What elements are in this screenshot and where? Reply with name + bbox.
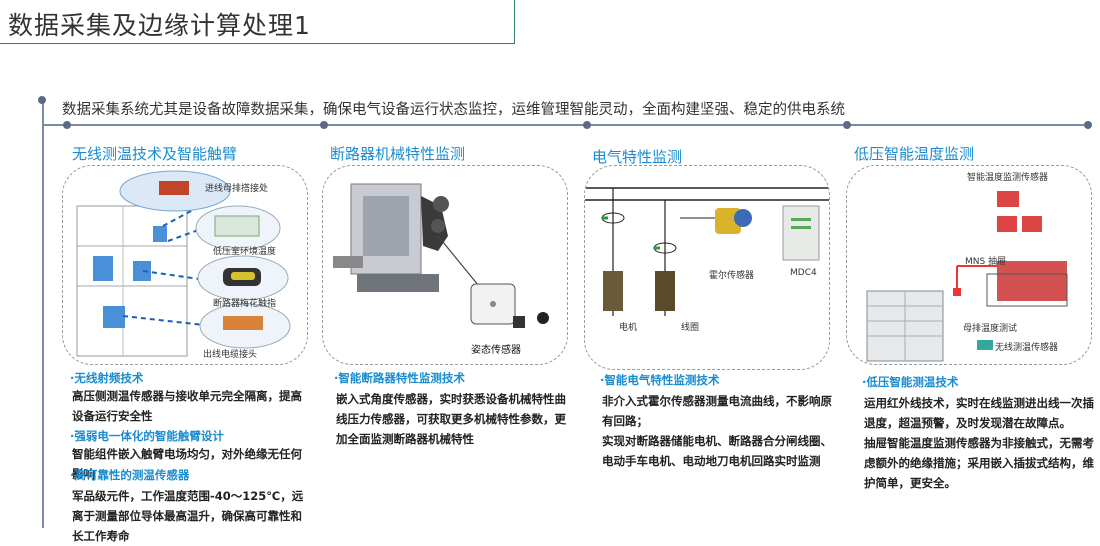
point-heading-rf: ·无线射频技术 [70, 371, 144, 385]
point-heading-electrical: ·智能电气特性监测技术 [600, 373, 720, 387]
point-body-sensor: 军品级元件，工作温度范围-40～125℃，远离于测量部位导体最高温升，确保高可靠… [72, 489, 304, 543]
page-title: 数据采集及边缘计算处理1 [8, 11, 311, 40]
timeline-dot-start [38, 96, 46, 104]
label-smart-temp-sensor: 智能温度监测传感器 [967, 173, 1049, 183]
label-mns-drawer: MNS 抽屉 [965, 257, 1007, 267]
label-motor: 电机 [619, 323, 638, 333]
point-body-arm: 智能组件嵌入触臂电场均匀，对外绝缘无任何影响 [72, 447, 302, 481]
label-breaker-finger: 断路器梅花触指 [213, 299, 277, 309]
panel-wireless-temp: 进线母排搭接处 低压室环境温度 断路器梅花触指 出线电缆接头 [62, 165, 308, 365]
label-busbar-test: 母排温度测试 [963, 324, 1018, 334]
point-heading-sensor: ·高可靠性的测温传感器 [70, 468, 190, 482]
section-title-wireless: 无线测温技术及智能触臂 [72, 145, 238, 163]
point-body-electrical: 非介入式霍尔传感器测量电流曲线，不影响原有回路； 实现对断路器储能电机、断路器合… [602, 394, 832, 468]
label-attitude-sensor: 姿态传感器 [471, 345, 521, 356]
point-body-rf: 高压侧测温传感器与接收单元完全隔离，提高设备运行安全性 [72, 389, 302, 423]
timeline-dot-1 [63, 121, 71, 129]
timeline-dot-3 [583, 121, 591, 129]
point-heading-arm: ·强弱电一体化的智能触臂设计 [70, 429, 224, 443]
timeline-dot-end [1084, 121, 1092, 129]
timeline-vertical [42, 100, 44, 528]
section-title-electrical: 电气特性监测 [592, 148, 683, 166]
panel-electrical: 霍尔传感器 MDC4 电机 线圈 [584, 165, 830, 370]
label-mdc4: MDC4 [790, 268, 817, 278]
section-title-breaker: 断路器机械特性监测 [330, 145, 466, 163]
point-body-lowvoltage: 运用红外线技术，实时在线监测进出线一次插退度，超温预警，及时发现潜在故障点。 抽… [864, 396, 1094, 490]
switchgear-diagram [76, 170, 291, 357]
panel-lowvoltage: 智能温度监测传感器 MNS 抽屉 母排温度测试 无线测温传感器 [846, 165, 1092, 365]
section-title-lowvoltage: 低压智能温度监测 [854, 145, 975, 163]
point-body-breaker: 嵌入式角度传感器，实时获悉设备机械特性曲线压力传感器，可获取更多机械特性参数，更… [336, 392, 566, 446]
point-heading-breaker: ·智能断路器特性监测技术 [334, 371, 465, 385]
breaker-image [333, 183, 549, 328]
title-frame: 数据采集及边缘计算处理1 [0, 0, 515, 44]
circuit-diagram [585, 187, 829, 316]
label-hall-sensor: 霍尔传感器 [709, 271, 755, 281]
summary-text: 数据采集系统尤其是设备故障数据采集，确保电气设备运行状态监控，运维管理智能灵动，… [62, 102, 845, 118]
timeline-dot-2 [320, 121, 328, 129]
label-cable-joint: 出线电缆接头 [203, 350, 258, 360]
label-wireless-sensor: 无线测温传感器 [995, 343, 1059, 353]
label-room-temp: 低压室环境温度 [213, 247, 277, 257]
label-busbar-joint: 进线母排搭接处 [205, 184, 269, 194]
point-heading-lowvoltage: ·低压智能测温技术 [862, 375, 959, 389]
panel-breaker: 姿态传感器 [322, 165, 568, 365]
label-coil: 线圈 [681, 323, 700, 333]
timeline-dot-4 [843, 121, 851, 129]
timeline-horizontal [42, 124, 1088, 126]
mns-drawer-diagram [866, 191, 1068, 362]
